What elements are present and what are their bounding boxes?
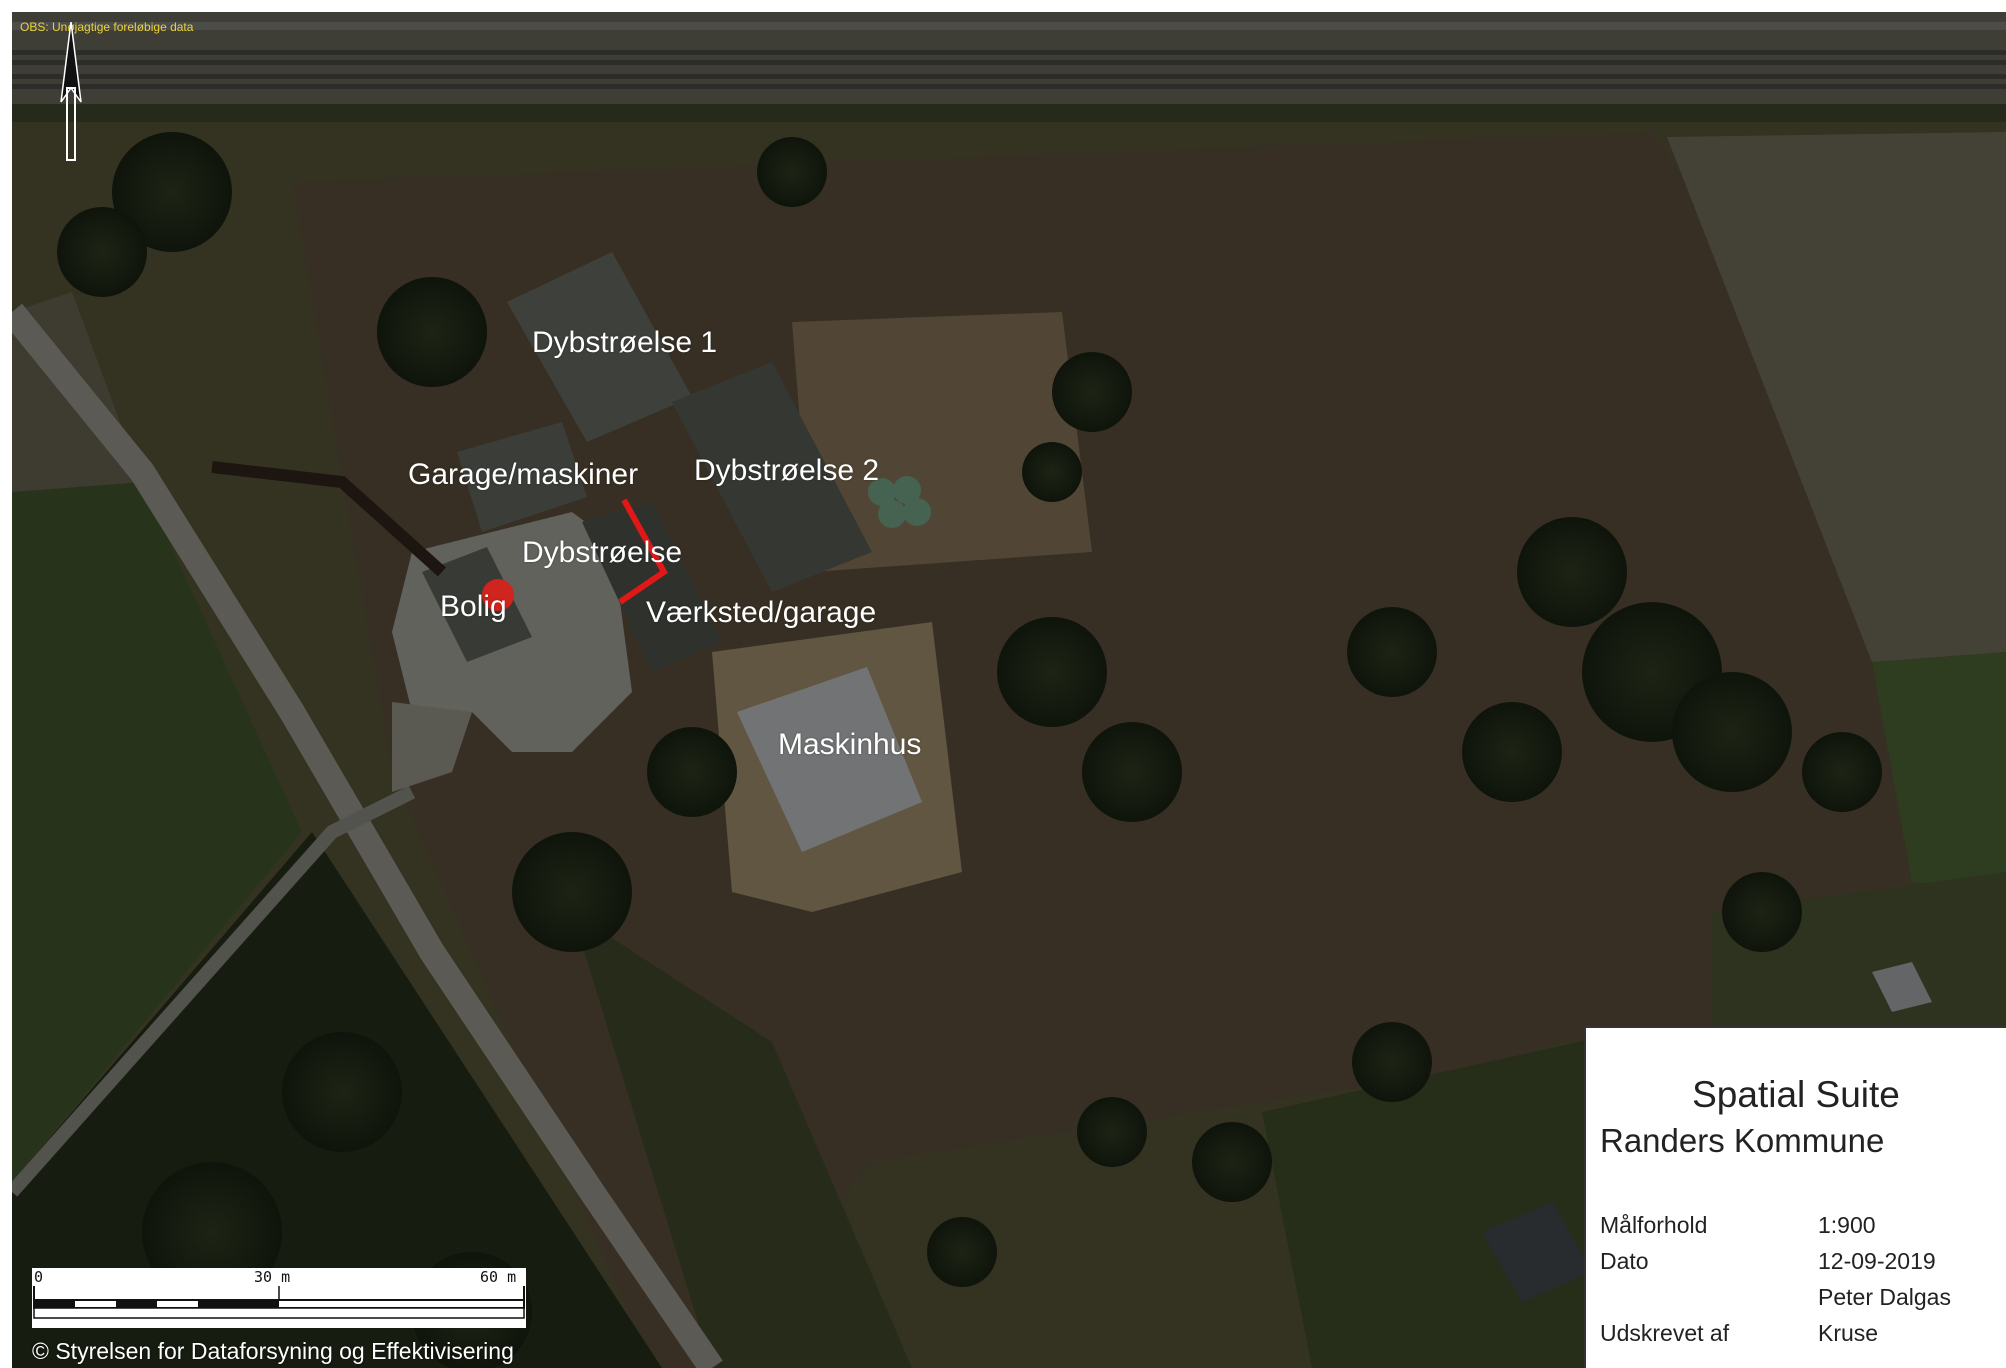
scale-bar: 0 30 m 60 m <box>32 1268 526 1328</box>
legend-printed-by-label: Udskrevet af <box>1600 1320 1730 1346</box>
map-legend-box: Spatial Suite Randers Kommune Målforhold… <box>1584 1026 2006 1368</box>
scale-tick-0: 0 <box>34 1268 44 1286</box>
copyright-notice: © Styrelsen for Dataforsyning og Effekti… <box>32 1338 514 1364</box>
boundary-line <box>618 498 668 605</box>
red-dot-marker[interactable] <box>482 579 514 611</box>
data-notice: OBS: Unøjagtige foreløbige data <box>20 20 194 34</box>
label-dybstroelse-1: Dybstrøelse 1 <box>532 326 718 359</box>
aerial-imagery <box>12 12 2006 1368</box>
label-dybstroelse: Dybstrøelse <box>522 536 683 569</box>
north-arrow-icon <box>60 22 82 161</box>
legend-printed-by-value-2: Kruse <box>1818 1320 1879 1346</box>
legend-title: Spatial Suite <box>1692 1074 1900 1115</box>
legend-printed-by-value-1: Peter Dalgas <box>1818 1284 1951 1310</box>
scale-bar-graphic <box>33 1286 525 1319</box>
label-dybstroelse-2: Dybstrøelse 2 <box>694 454 880 487</box>
legend-scale-label: Målforhold <box>1600 1212 1708 1238</box>
label-vaerksted-garage: Værksted/garage <box>646 596 877 629</box>
legend-date-label: Dato <box>1600 1248 1649 1274</box>
label-bolig: Bolig <box>440 590 507 623</box>
legend-organisation: Randers Kommune <box>1600 1122 1885 1159</box>
scale-tick-60: 60 m <box>480 1268 517 1286</box>
label-garage-maskiner: Garage/maskiner <box>408 458 639 491</box>
aerial-map[interactable]: OBS: Unøjagtige foreløbige data Dybstrøe… <box>12 12 2006 1368</box>
label-maskinhus: Maskinhus <box>778 728 922 761</box>
legend-scale-value: 1:900 <box>1818 1212 1876 1238</box>
legend-date-value: 12-09-2019 <box>1818 1248 1936 1274</box>
scale-tick-30: 30 m <box>254 1268 291 1286</box>
